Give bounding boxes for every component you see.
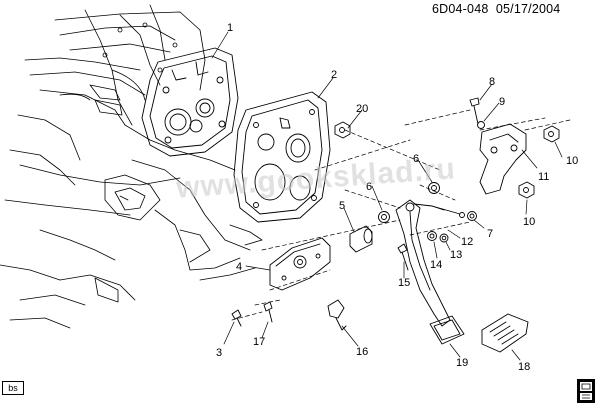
part-10-nut-lower: [518, 181, 535, 199]
bs-badge: bs: [2, 381, 24, 395]
part-3-screw: [231, 309, 242, 327]
callout-9: 9: [499, 96, 505, 108]
part-11-support-bracket: [479, 123, 527, 195]
part-19-brake-pedal-arm: [395, 199, 465, 345]
callout-12: 12: [461, 236, 473, 248]
part-9-washer: [477, 121, 485, 129]
callout-18: 18: [518, 361, 530, 373]
callout-7: 7: [487, 228, 493, 240]
callout-6-lower: 6: [366, 181, 372, 193]
callout-6-upper: 6: [413, 153, 419, 165]
callout-13: 13: [450, 249, 462, 261]
callout-20: 20: [356, 103, 368, 115]
part-14-spacer: [427, 231, 437, 241]
part-1-mounting-plate: [141, 47, 239, 157]
part-17-screw: [263, 301, 273, 323]
vehicle-body-structure: [0, 4, 263, 329]
gm-service-logo-icon: [577, 379, 595, 403]
part-8-bolt: [469, 97, 480, 125]
part-18-pedal-pad: [481, 313, 529, 353]
callout-leaders: [211, 31, 563, 361]
callout-1: 1: [227, 22, 233, 34]
document-id: 6D04-048 05/17/2004: [432, 2, 560, 16]
part-12-pin: [431, 205, 465, 218]
callout-10-lower: 10: [523, 216, 535, 228]
callout-10-upper: 10: [566, 155, 578, 167]
part-4-bracket: [269, 237, 331, 291]
callout-15: 15: [398, 277, 410, 289]
document-date: 05/17/2004: [495, 2, 561, 16]
callout-11: 11: [538, 171, 549, 183]
callout-3: 3: [216, 347, 222, 359]
document-code: 6D04-048: [432, 2, 489, 16]
part-15-bolt: [397, 243, 409, 271]
assembly-leader-lines: [231, 109, 571, 321]
part-20-nut: [334, 121, 351, 139]
part-2-gasket-plate: [233, 91, 331, 223]
callout-14: 14: [430, 259, 442, 271]
callout-16: 16: [356, 346, 368, 358]
callout-4: 4: [236, 261, 242, 273]
callout-labels: 1 2 3 4 5 6 6 7 8 9 10 10 11 12 13 14 15…: [216, 22, 578, 373]
callout-8: 8: [489, 76, 495, 88]
part-13-clip: [439, 233, 449, 243]
part-6-bushing-lower: [378, 211, 390, 223]
callout-2: 2: [331, 69, 337, 81]
callout-19: 19: [456, 357, 468, 369]
callout-5: 5: [339, 200, 345, 212]
part-5-sleeve: [349, 225, 373, 253]
part-16-switch: [327, 299, 347, 331]
part-10-nut-upper: [543, 125, 560, 143]
part-7-clip: [467, 211, 477, 221]
callout-17: 17: [253, 336, 265, 348]
part-6-bushing-upper: [428, 182, 440, 194]
